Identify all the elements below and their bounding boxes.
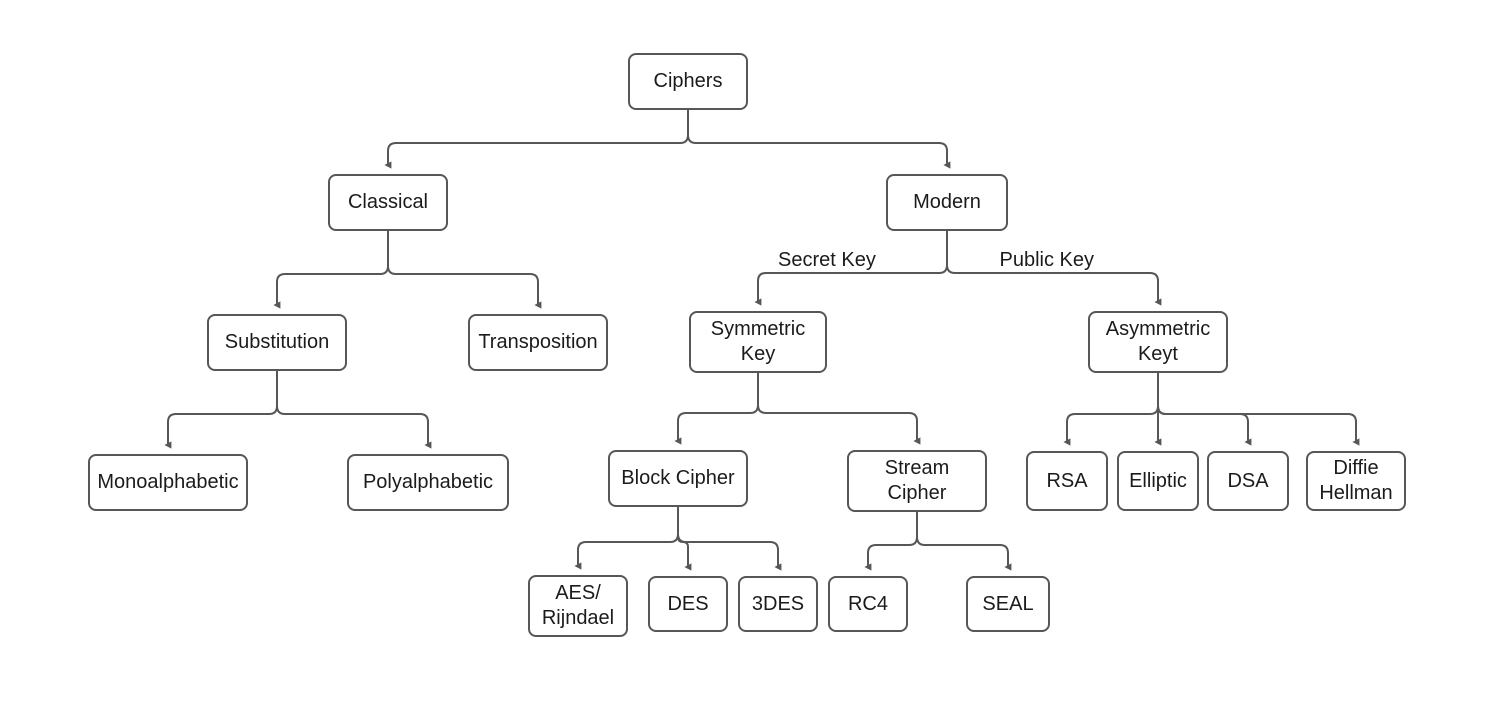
node-polyalphabetic[interactable]: Polyalphabetic [347, 454, 509, 511]
node-asymmetric[interactable]: Asymmetric Keyt [1088, 311, 1228, 373]
edge-block-cipher-to-des [677, 507, 692, 571]
edge-asymmetric-to-rsa [1063, 373, 1159, 446]
node-ciphers[interactable]: Ciphers [628, 53, 748, 110]
node-stream-cipher[interactable]: Stream Cipher [847, 450, 987, 512]
node-rc4[interactable]: RC4 [828, 576, 908, 632]
node-des[interactable]: DES [648, 576, 728, 632]
edge-label-secret-key: Secret Key [774, 249, 880, 272]
node-symmetric[interactable]: Symmetric Key [689, 311, 827, 373]
node-dsa[interactable]: DSA [1207, 451, 1289, 511]
node-modern[interactable]: Modern [886, 174, 1008, 231]
node-rsa[interactable]: RSA [1026, 451, 1108, 511]
edge-label-public-key: Public Key [995, 249, 1098, 272]
node-classical[interactable]: Classical [328, 174, 448, 231]
node-elliptic[interactable]: Elliptic [1117, 451, 1199, 511]
node-substitution[interactable]: Substitution [207, 314, 347, 371]
edge-substitution-to-monoalphabetic [164, 371, 278, 449]
node-monoalphabetic[interactable]: Monoalphabetic [88, 454, 248, 511]
edge-substitution-to-polyalphabetic [276, 371, 432, 449]
edge-ciphers-to-modern [687, 110, 951, 169]
edge-stream-cipher-to-seal [916, 512, 1012, 571]
node-diffie-hellman[interactable]: Diffie Hellman [1306, 451, 1406, 511]
node-block-cipher[interactable]: Block Cipher [608, 450, 748, 507]
edge-ciphers-to-classical [384, 110, 689, 169]
edge-asymmetric-to-dsa [1157, 373, 1252, 446]
edge-block-cipher-to-3des [677, 507, 782, 571]
edge-stream-cipher-to-rc4 [864, 512, 918, 571]
edge-symmetric-to-stream-cipher [757, 373, 921, 445]
edge-symmetric-to-block-cipher [674, 373, 759, 445]
edge-block-cipher-to-aes-rijndael [574, 507, 679, 570]
edge-classical-to-substitution [273, 231, 389, 309]
node-transposition[interactable]: Transposition [468, 314, 608, 371]
node-aes-rijndael[interactable]: AES/ Rijndael [528, 575, 628, 637]
edge-classical-to-transposition [387, 231, 542, 309]
edge-asymmetric-to-diffie-hellman [1157, 373, 1360, 446]
node-3des[interactable]: 3DES [738, 576, 818, 632]
node-seal[interactable]: SEAL [966, 576, 1050, 632]
